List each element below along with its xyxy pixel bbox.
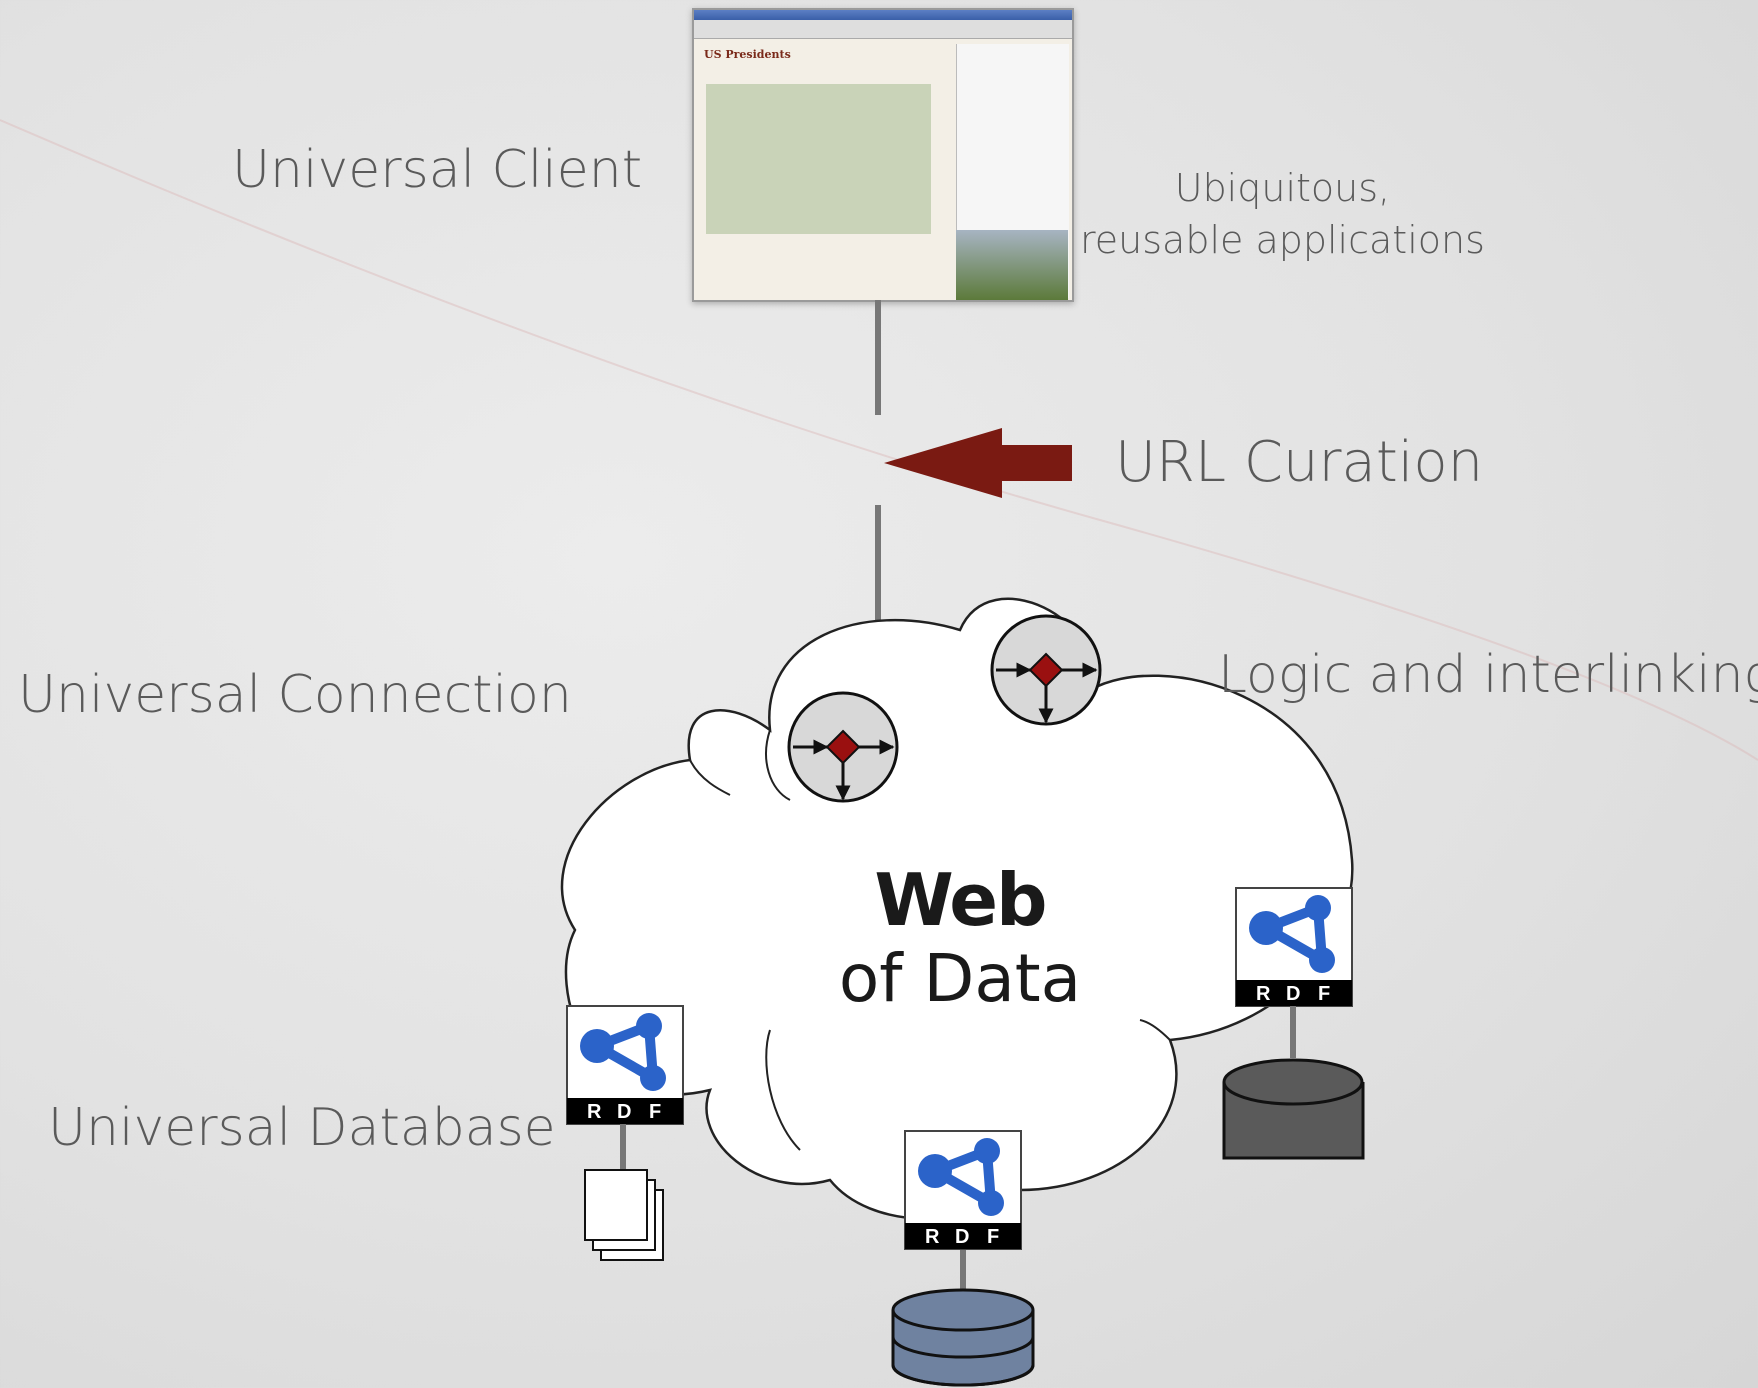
label-ubiquitous-line1: Ubiquitous,	[1174, 166, 1391, 210]
label-ubiquitous-line2: reusable applications	[1080, 218, 1485, 262]
rdf-logo-icon	[905, 1131, 1021, 1249]
label-ubiquitous: Ubiquitous, reusable applications	[1080, 162, 1485, 266]
browser-page-title: US Presidents	[704, 48, 791, 61]
browser-photo	[956, 230, 1068, 300]
cloud-inner-stroke	[1139, 1019, 1171, 1041]
cloud-subtitle: of Data	[838, 940, 1082, 1017]
cloud-inner-stroke	[765, 1029, 801, 1151]
label-universal-connection: Universal Connection	[18, 665, 572, 725]
cloud-inner-stroke	[689, 759, 731, 796]
label-logic: Logic and interlinking	[1218, 645, 1758, 705]
documents-icon	[584, 1169, 664, 1261]
url-curation-arrow	[884, 428, 1072, 498]
logic-processor-icon	[992, 616, 1100, 724]
logic-processor-icon	[789, 693, 897, 801]
label-universal-database: Universal Database	[48, 1098, 556, 1158]
browser-screenshot: US Presidents	[692, 8, 1074, 302]
label-universal-client: Universal Client	[232, 140, 643, 200]
cloud-title: Web	[874, 858, 1047, 942]
rdf-logo-icon	[1236, 888, 1352, 1006]
label-url-curation: URL Curation	[1115, 430, 1484, 495]
background-swoosh	[0, 119, 1758, 761]
database-icon	[1222, 1058, 1365, 1160]
browser-titlebar	[694, 10, 1072, 20]
browser-toolbar	[694, 20, 1072, 39]
database-stack-icon	[891, 1288, 1035, 1387]
rdf-logo-icon	[567, 1006, 683, 1124]
browser-map	[706, 84, 931, 234]
cloud-inner-stroke	[765, 729, 791, 801]
